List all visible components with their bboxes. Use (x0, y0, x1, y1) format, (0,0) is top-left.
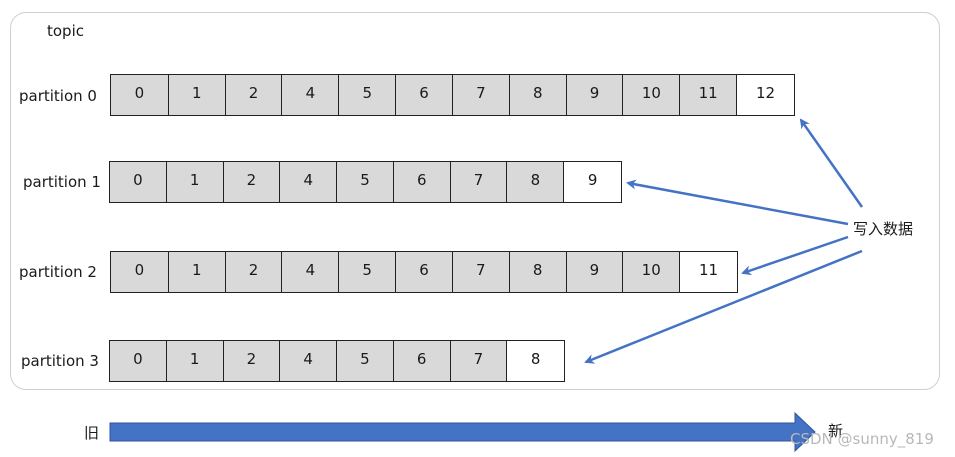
timeline-old-label: 旧 (84, 424, 100, 442)
partition-0-offset-cell: 8 (509, 75, 567, 115)
write-data-label: 写入数据 (853, 220, 914, 238)
partition-0-offset-cell: 10 (623, 75, 681, 115)
partition-0-offset-cell: 6 (396, 75, 453, 115)
partition-0-offset-cell: 1 (168, 75, 226, 115)
topic-container (10, 12, 940, 390)
partition-2-offset-cell: 7 (452, 252, 510, 292)
partition-1-offset-cell: 4 (280, 162, 338, 202)
partition-0-offset-cell: 4 (282, 75, 340, 115)
partition-1-offset-cell: 2 (223, 162, 281, 202)
partition-2-offset-cell: 1 (168, 252, 226, 292)
partition-2-offset-cell: 0 (111, 252, 169, 292)
partition-1-offset-cell: 6 (393, 162, 451, 202)
partition-2-offset-cell: 8 (509, 252, 567, 292)
partition-2-offset-cell: 2 (225, 252, 283, 292)
write-arrow-partition-3 (584, 249, 863, 364)
partition-1-offset-cell: 8 (507, 162, 565, 202)
write-arrow-partition-1 (626, 179, 849, 226)
partition-2-offset-cell: 9 (566, 252, 624, 292)
write-arrow-partition-0 (799, 118, 864, 208)
partition-0-offset-cell: 11 (680, 75, 738, 115)
partition-3-offset-cell: 8 (507, 341, 564, 381)
partition-0-offset-cell: 12 (737, 75, 794, 115)
partition-1-label: partition 1 (23, 173, 101, 191)
partition-0-offset-cell: 5 (339, 75, 397, 115)
partition-0-offset-cell: 7 (452, 75, 510, 115)
partition-1-offset-cell: 5 (337, 162, 394, 202)
partition-3-offset-cell: 4 (280, 341, 337, 381)
partition-1-offset-cell: 9 (564, 162, 622, 202)
partition-1-offset-cell: 0 (110, 162, 167, 202)
partition-0-offset-cell: 2 (225, 75, 283, 115)
partition-2-offset-cell: 5 (339, 252, 397, 292)
partition-2-offset-cell: 11 (680, 252, 737, 292)
partition-2-offset-cell: 4 (282, 252, 340, 292)
partition-0-offset-cell: 9 (566, 75, 624, 115)
partition-3-offset-cell: 1 (166, 341, 224, 381)
watermark: CSDN @sunny_819 (790, 430, 934, 448)
partition-3-offset-cell: 7 (450, 341, 508, 381)
timeline-new-label: 新 (828, 422, 844, 440)
partition-3-offset-cell: 6 (393, 341, 451, 381)
partition-2-offset-cell: 6 (396, 252, 453, 292)
partition-0-label: partition 0 (19, 87, 97, 105)
partition-3-offset-cell: 0 (110, 341, 167, 381)
partition-3-label: partition 3 (21, 352, 99, 370)
topic-label: topic (47, 22, 84, 40)
partition-2-label: partition 2 (19, 263, 97, 281)
timeline-arrow (109, 411, 816, 453)
partition-0-offset-cell: 0 (111, 75, 169, 115)
partition-1-offset-cell: 7 (450, 162, 508, 202)
partition-3-offset-cell: 2 (223, 341, 281, 381)
write-arrow-partition-2 (741, 235, 849, 276)
partition-3-offset-cell: 5 (337, 341, 394, 381)
partition-2-offset-cell: 10 (623, 252, 681, 292)
partition-1-offset-cell: 1 (166, 162, 224, 202)
